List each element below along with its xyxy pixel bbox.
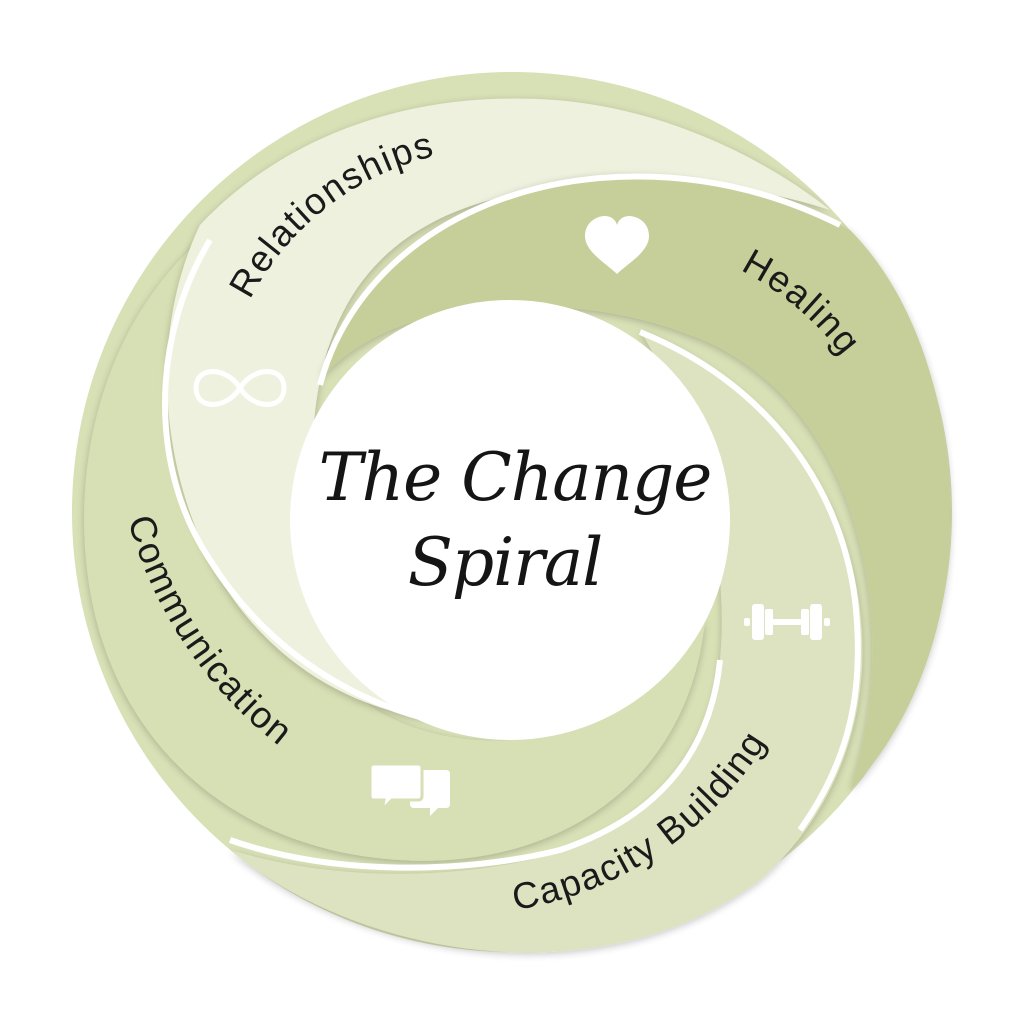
separator-line [317, 173, 842, 386]
segment-healing [320, 174, 951, 790]
separator-line [162, 238, 441, 725]
dumbbell-icon [744, 604, 830, 640]
chat-bubbles-icon [368, 762, 450, 816]
separator-line [229, 659, 723, 871]
segment-relationships [167, 98, 831, 720]
separator-line [638, 329, 861, 832]
diagram-title-line-1: The Change [319, 439, 712, 516]
center-disc [290, 300, 730, 740]
infinity-icon [193, 369, 287, 407]
heart-icon [585, 216, 649, 274]
diagram-title-line-2: Spiral [408, 524, 603, 601]
